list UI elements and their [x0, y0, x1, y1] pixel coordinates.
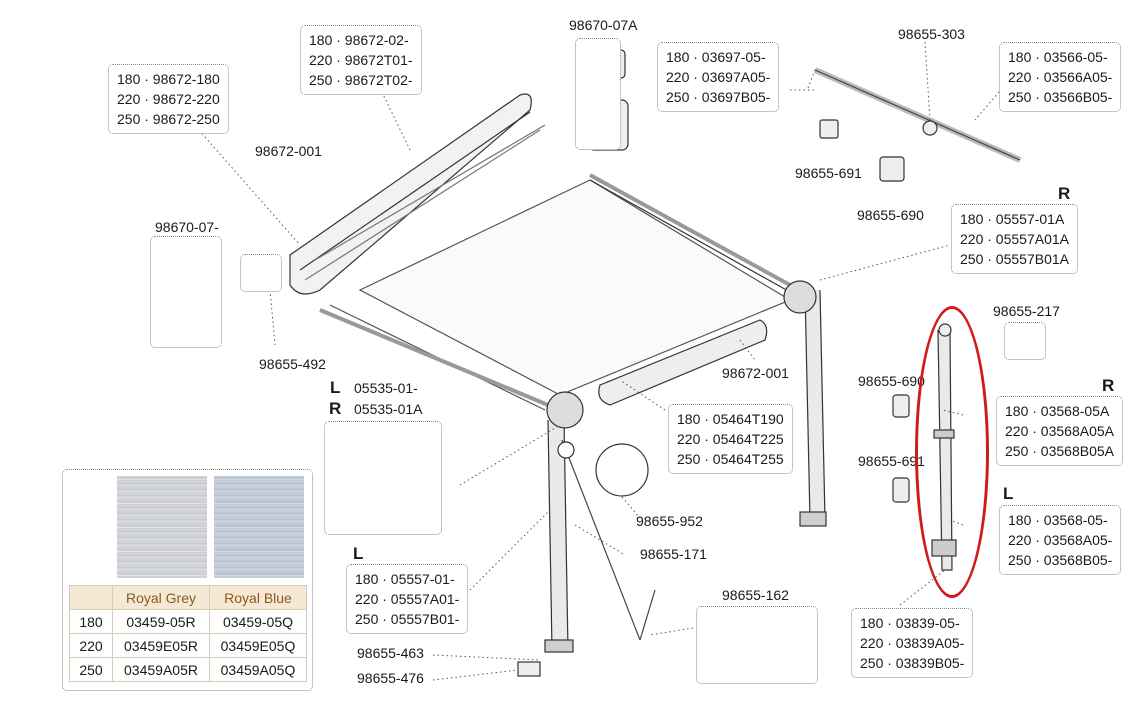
- callout-line: 250 · 03568B05-: [1008, 552, 1113, 568]
- table-header-cell: Royal Blue: [209, 585, 307, 610]
- highlight-oval: [915, 306, 989, 598]
- side-indicator-L-leg: L: [1003, 484, 1014, 503]
- callout-line: 220 · 05557A01A: [960, 231, 1069, 247]
- table-header-row: Royal Grey Royal Blue: [69, 585, 307, 610]
- fabric-color-panel: Royal Grey Royal Blue 180 03459-05R 0345…: [62, 469, 313, 691]
- callout-line: 250 · 05557B01A: [960, 251, 1069, 267]
- callout-foot: 180 · 03839-05- 220 · 03839A05- 250 · 03…: [851, 608, 974, 678]
- callout-left-arm: 180 · 05557-01- 220 · 05557A01- 250 · 05…: [346, 564, 469, 634]
- callout-line: 220 · 98672T01-: [309, 52, 413, 68]
- callout-line: 220 · 05464T225: [677, 431, 784, 447]
- callout-line: 180 · 03568-05A: [1005, 403, 1110, 419]
- label-98655-690-right: 98655-690: [858, 373, 925, 389]
- side-indicator-L-mid: L: [330, 378, 341, 397]
- label-05535-01-L: 05535-01-: [354, 380, 418, 396]
- label-98655-217: 98655-217: [993, 303, 1060, 319]
- label-98672-001-top: 98672-001: [255, 143, 322, 159]
- callout-line: 220 · 03568A05A: [1005, 423, 1114, 439]
- tension-strap: [561, 439, 641, 641]
- callout-line: 250 · 05464T255: [677, 451, 784, 467]
- label-98670-07: 98670-07-: [155, 219, 219, 235]
- label-98655-492: 98655-492: [259, 356, 326, 372]
- callout-fabric-top-left: 180 · 98672-180 220 · 98672-220 250 · 98…: [108, 64, 229, 134]
- table-cell: 03459E05Q: [209, 633, 307, 658]
- label-98655-952: 98655-952: [636, 513, 703, 529]
- callout-line: 220 · 03839A05-: [860, 635, 965, 651]
- table-row: 220 03459E05R 03459E05Q: [69, 633, 307, 658]
- table-cell: 03459A05R: [112, 657, 210, 682]
- callout-line: 180 · 05464T190: [677, 411, 784, 427]
- royal-blue-swatch: [214, 476, 304, 578]
- callout-front-bar: 180 · 03697-05- 220 · 03697A05- 250 · 03…: [657, 42, 780, 112]
- callout-line: 180 · 03839-05-: [860, 615, 960, 631]
- awning-fabric: [358, 179, 792, 396]
- rear-bar: [589, 173, 791, 287]
- group-98655-492: [240, 254, 282, 292]
- label-98655-303: 98655-303: [898, 26, 965, 42]
- label-98655-162: 98655-162: [722, 587, 789, 603]
- callout-right-arm: 180 · 05557-01A 220 · 05557A01A 250 · 05…: [951, 204, 1078, 274]
- side-indicator-R-mid: R: [329, 399, 342, 418]
- callout-line: 250 · 03697B05-: [666, 89, 771, 105]
- callout-line: 180 · 98672-180: [117, 71, 220, 87]
- callout-line: 220 · 98672-220: [117, 91, 220, 107]
- group-98670-07A: [575, 38, 621, 150]
- side-indicator-R-leg: R: [1102, 376, 1115, 395]
- label-98655-691-right: 98655-691: [858, 453, 925, 469]
- callout-line: 220 · 03697A05-: [666, 69, 771, 85]
- callout-line: 180 · 98672-02-: [309, 32, 409, 48]
- group-98655-162: [696, 606, 818, 684]
- side-indicator-R-top: R: [1058, 184, 1071, 203]
- table-cell: 180: [69, 609, 113, 634]
- callout-lead-rail: 180 · 05464T190 220 · 05464T225 250 · 05…: [668, 404, 793, 474]
- callout-line: 220 · 03568A05-: [1008, 532, 1113, 548]
- table-header-cell: [69, 585, 113, 610]
- callout-line: 180 · 05557-01-: [355, 571, 455, 587]
- callout-line: 250 · 03839B05-: [860, 655, 965, 671]
- label-98655-463: 98655-463: [357, 645, 424, 661]
- table-cell: 250: [69, 657, 113, 682]
- table-cell: 220: [69, 633, 113, 658]
- table-cell: 03459-05Q: [209, 609, 307, 634]
- group-98670-07: [150, 236, 222, 348]
- lead-rail: [598, 319, 768, 406]
- side-indicator-L-bottom: L: [353, 544, 364, 563]
- callout-line: 250 · 03566B05-: [1008, 89, 1113, 105]
- group-98655-217: [1004, 322, 1046, 360]
- right-arm-leg: [804, 289, 826, 521]
- label-98655-476: 98655-476: [357, 670, 424, 686]
- table-cell: 03459-05R: [112, 609, 210, 634]
- royal-grey-swatch: [117, 476, 207, 578]
- callout-support-bar: 180 · 03566-05- 220 · 03566A05- 250 · 03…: [999, 42, 1122, 112]
- callout-leg-right: 180 · 03568-05A 220 · 03568A05A 250 · 03…: [996, 396, 1123, 466]
- table-header-cell: Royal Grey: [112, 585, 210, 610]
- table-row: 250 03459A05R 03459A05Q: [69, 657, 307, 682]
- label-98655-171: 98655-171: [640, 546, 707, 562]
- label-98655-690-top: 98655-690: [857, 207, 924, 223]
- callout-line: 250 · 03568B05A: [1005, 443, 1114, 459]
- callout-line: 180 · 05557-01A: [960, 211, 1065, 227]
- callout-leg-left: 180 · 03568-05- 220 · 03568A05- 250 · 03…: [999, 505, 1122, 575]
- label-98672-001-mid: 98672-001: [722, 365, 789, 381]
- label-98670-07A: 98670-07A: [569, 17, 638, 33]
- callout-line: 220 · 05557A01-: [355, 591, 460, 607]
- callout-line: 220 · 03566A05-: [1008, 69, 1113, 85]
- callout-line: 180 · 03566-05-: [1008, 49, 1108, 65]
- callout-line: 250 · 98672-250: [117, 111, 220, 127]
- callout-line: 250 · 98672T02-: [309, 72, 413, 88]
- front-bar: [319, 308, 561, 412]
- group-05535: [324, 421, 442, 535]
- table-cell: 03459A05Q: [209, 657, 307, 682]
- table-row: 180 03459-05R 03459-05Q: [69, 609, 307, 634]
- callout-line: 250 · 05557B01-: [355, 611, 460, 627]
- callout-case-top: 180 · 98672-02- 220 · 98672T01- 250 · 98…: [300, 25, 422, 95]
- fabric-color-table: Royal Grey Royal Blue 180 03459-05R 0345…: [69, 585, 307, 682]
- table-cell: 03459E05R: [112, 633, 210, 658]
- label-98655-691-top: 98655-691: [795, 165, 862, 181]
- callout-line: 180 · 03697-05-: [666, 49, 766, 65]
- label-05535-01A-R: 05535-01A: [354, 401, 423, 417]
- callout-line: 180 · 03568-05-: [1008, 512, 1108, 528]
